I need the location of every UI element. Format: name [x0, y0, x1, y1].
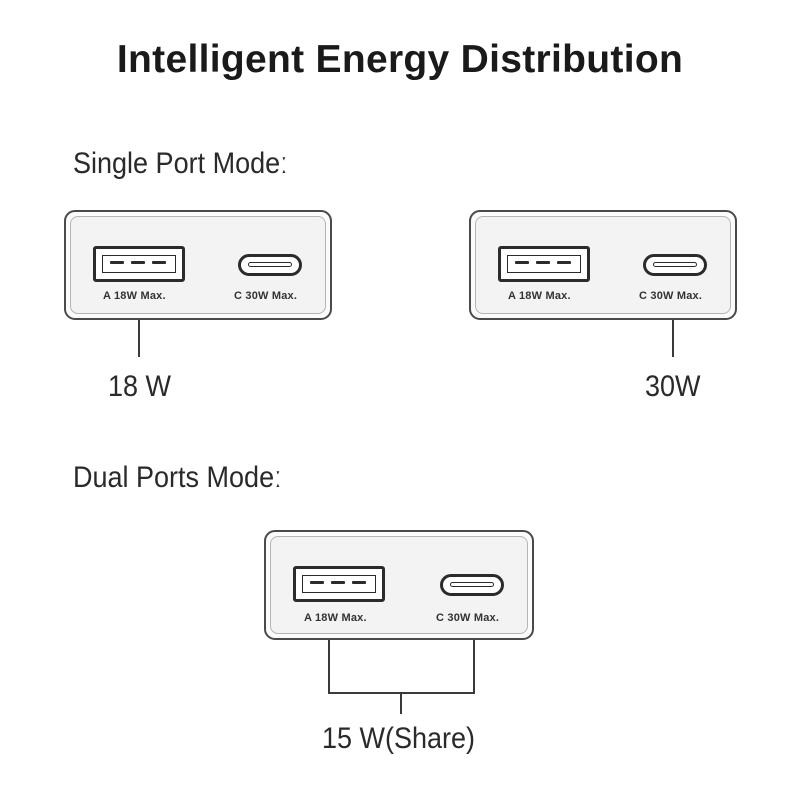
port-a-rating: A 18W Max.	[508, 290, 571, 302]
dual-ports-mode-label: Dual Ports Modeː	[73, 461, 282, 494]
usb-a-port-icon	[498, 246, 590, 282]
usb-c-port-icon	[238, 254, 302, 276]
usb-c-port-icon	[643, 254, 707, 276]
single-port-mode-label: Single Port Modeː	[73, 147, 288, 180]
power-bank-dual: A 18W Max. C 30W Max.	[264, 530, 534, 640]
port-c-rating: C 30W Max.	[234, 290, 298, 302]
port-c-rating: C 30W Max.	[639, 290, 703, 302]
usb-a-port-icon	[93, 246, 185, 282]
port-a-rating: A 18W Max.	[103, 290, 166, 302]
power-bank-single-left: A 18W Max. C 30W Max.	[64, 210, 332, 320]
single-mode-a-output: 18 W	[108, 370, 172, 403]
bracket-right-leg	[473, 640, 475, 694]
port-c-rating: C 30W Max.	[436, 612, 500, 624]
dual-mode-shared-output: 15 W(Share)	[322, 722, 476, 755]
single-mode-c-output: 30W	[645, 370, 701, 403]
port-c-output-line	[672, 320, 674, 357]
usb-a-port-icon	[293, 566, 385, 602]
port-a-output-line	[138, 320, 140, 357]
usb-c-port-icon	[440, 574, 504, 596]
bracket-left-leg	[328, 640, 330, 694]
diagram-title: Intelligent Energy Distribution	[116, 38, 684, 81]
port-a-rating: A 18W Max.	[304, 612, 367, 624]
power-bank-single-right: A 18W Max. C 30W Max.	[469, 210, 737, 320]
bracket-stem	[400, 692, 402, 714]
